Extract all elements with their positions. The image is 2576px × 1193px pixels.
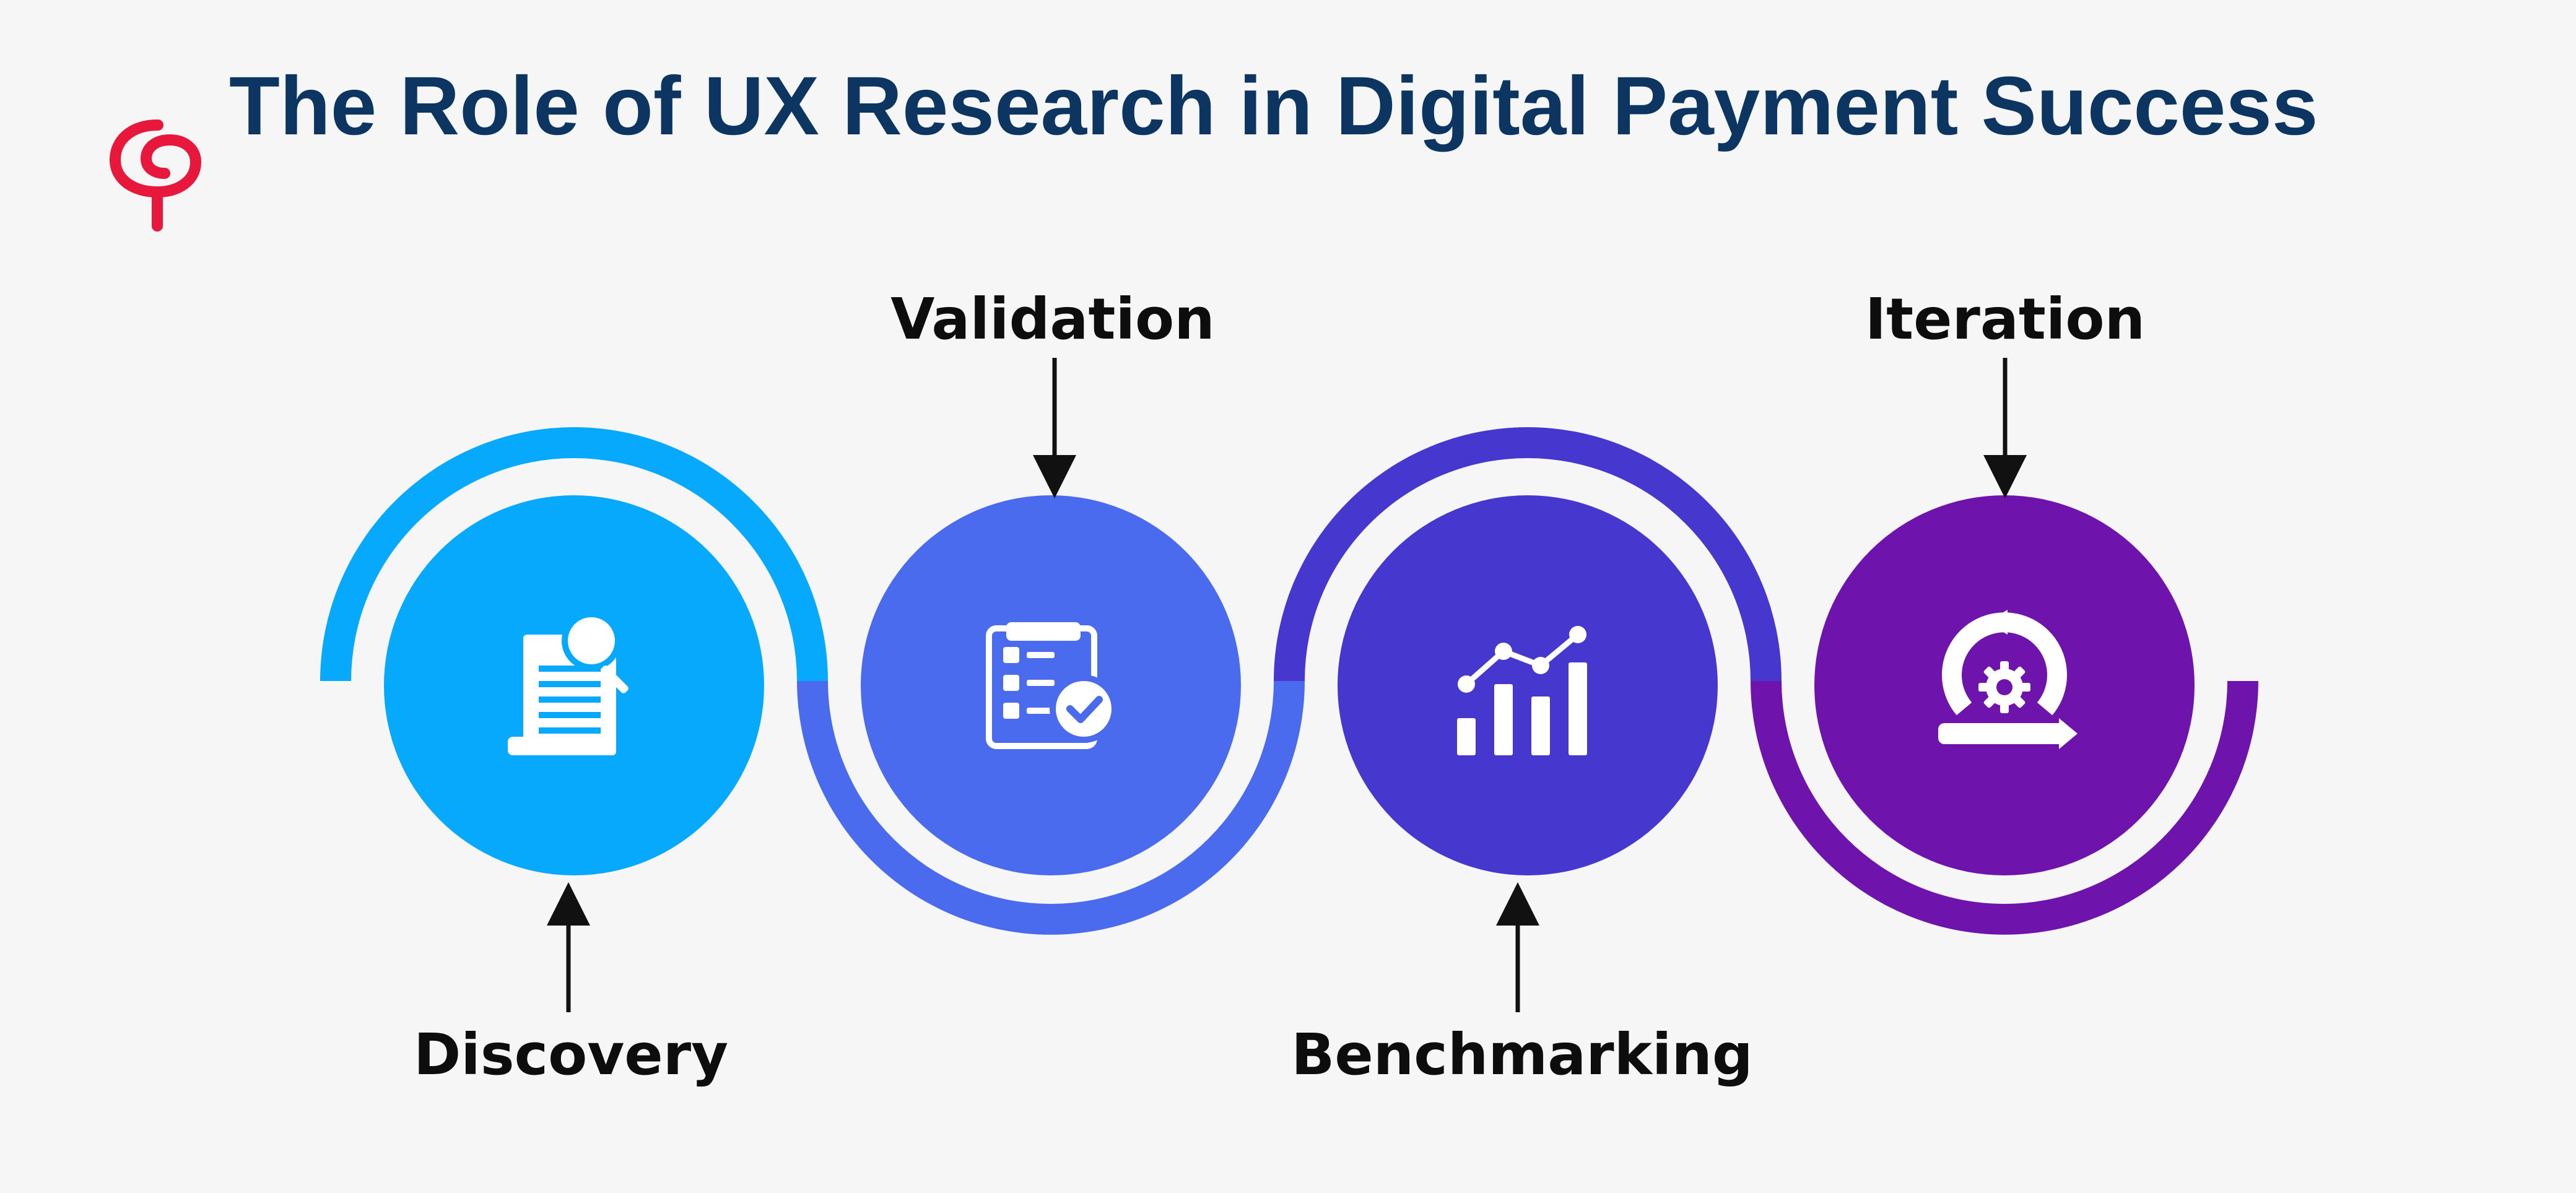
page-title: The Role of UX Research in Digital Payme… [229, 60, 2318, 152]
stage-label-iteration: Iteration [1865, 286, 2146, 352]
stage-label-validation: Validation [890, 286, 1215, 352]
stage-label-discovery: Discovery [413, 1022, 729, 1088]
wave-arc-iteration [1751, 681, 2258, 935]
checklist-icon [986, 622, 1118, 749]
wave-arc-benchmarking [1274, 427, 1782, 681]
brand-logo-icon [109, 119, 202, 232]
benchmarking-circle [1338, 495, 1718, 875]
bar-chart-trend-icon [1457, 626, 1587, 755]
wave-arc-discovery [320, 427, 828, 681]
stage-label-benchmarking: Benchmarking [1291, 1022, 1753, 1088]
cycle-gear-icon [1938, 610, 2078, 749]
wave-arc-validation [797, 681, 1305, 935]
document-search-icon [508, 611, 629, 755]
